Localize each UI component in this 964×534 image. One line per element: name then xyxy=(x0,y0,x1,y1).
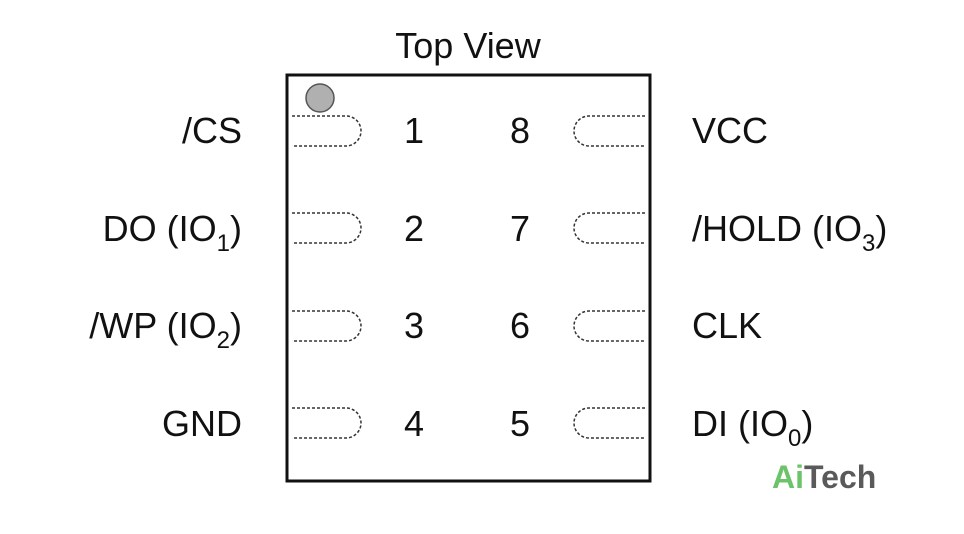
brand-logo-part1: Ai xyxy=(772,459,804,495)
pin-label-cs: /CS xyxy=(182,110,242,151)
pin-number-7: 7 xyxy=(510,208,530,249)
pin-number-6: 6 xyxy=(510,305,530,346)
pin-number-8: 8 xyxy=(510,110,530,151)
chip-body xyxy=(285,73,652,483)
pin-label-wp: /WP (IO2) xyxy=(89,305,242,354)
brand-logo-part2: Tech xyxy=(804,459,876,495)
pin-label-subscript: 1 xyxy=(217,230,230,257)
diagram-title: Top View xyxy=(395,25,541,66)
pin-pad-7 xyxy=(573,212,645,244)
pin-label-suffix: ) xyxy=(230,208,242,249)
pin-label-text: DO (IO xyxy=(103,208,217,249)
pin-label-suffix: ) xyxy=(801,403,813,444)
pin-number-4: 4 xyxy=(404,403,424,444)
pin1-marker xyxy=(305,83,335,113)
pin-label-do: DO (IO1) xyxy=(103,208,242,257)
pin-number-3: 3 xyxy=(404,305,424,346)
pin-label-clk: CLK xyxy=(692,305,762,346)
pin-label-text: DI (IO xyxy=(692,403,788,444)
pin-label-subscript: 2 xyxy=(217,327,230,354)
pin-label-di: DI (IO0) xyxy=(692,403,813,452)
pin-label-vcc: VCC xyxy=(692,110,768,151)
pin-label-text: GND xyxy=(162,403,242,444)
pin-pad-1 xyxy=(292,115,362,147)
brand-logo: AiTech xyxy=(772,459,876,495)
pin-label-text: /CS xyxy=(182,110,242,151)
pin-label-suffix: ) xyxy=(230,305,242,346)
pin-number-2: 2 xyxy=(404,208,424,249)
pin-pad-4 xyxy=(292,407,362,439)
pin-label-gnd: GND xyxy=(162,403,242,444)
pin-pad-3 xyxy=(292,310,362,342)
pin-label-subscript: 3 xyxy=(862,230,875,257)
pin-label-hold: /HOLD (IO3) xyxy=(692,208,887,257)
pin-label-text: /HOLD (IO xyxy=(692,208,862,249)
pin-pad-8 xyxy=(573,115,645,147)
pin-pad-5 xyxy=(573,407,645,439)
pin-number-5: 5 xyxy=(510,403,530,444)
pin-pad-6 xyxy=(573,310,645,342)
pin-pad-2 xyxy=(292,212,362,244)
pin-label-text: /WP (IO xyxy=(89,305,216,346)
pin-number-1: 1 xyxy=(404,110,424,151)
pin-label-suffix: ) xyxy=(875,208,887,249)
pin-label-text: VCC xyxy=(692,110,768,151)
pin-label-subscript: 0 xyxy=(788,425,801,452)
pin-label-text: CLK xyxy=(692,305,762,346)
